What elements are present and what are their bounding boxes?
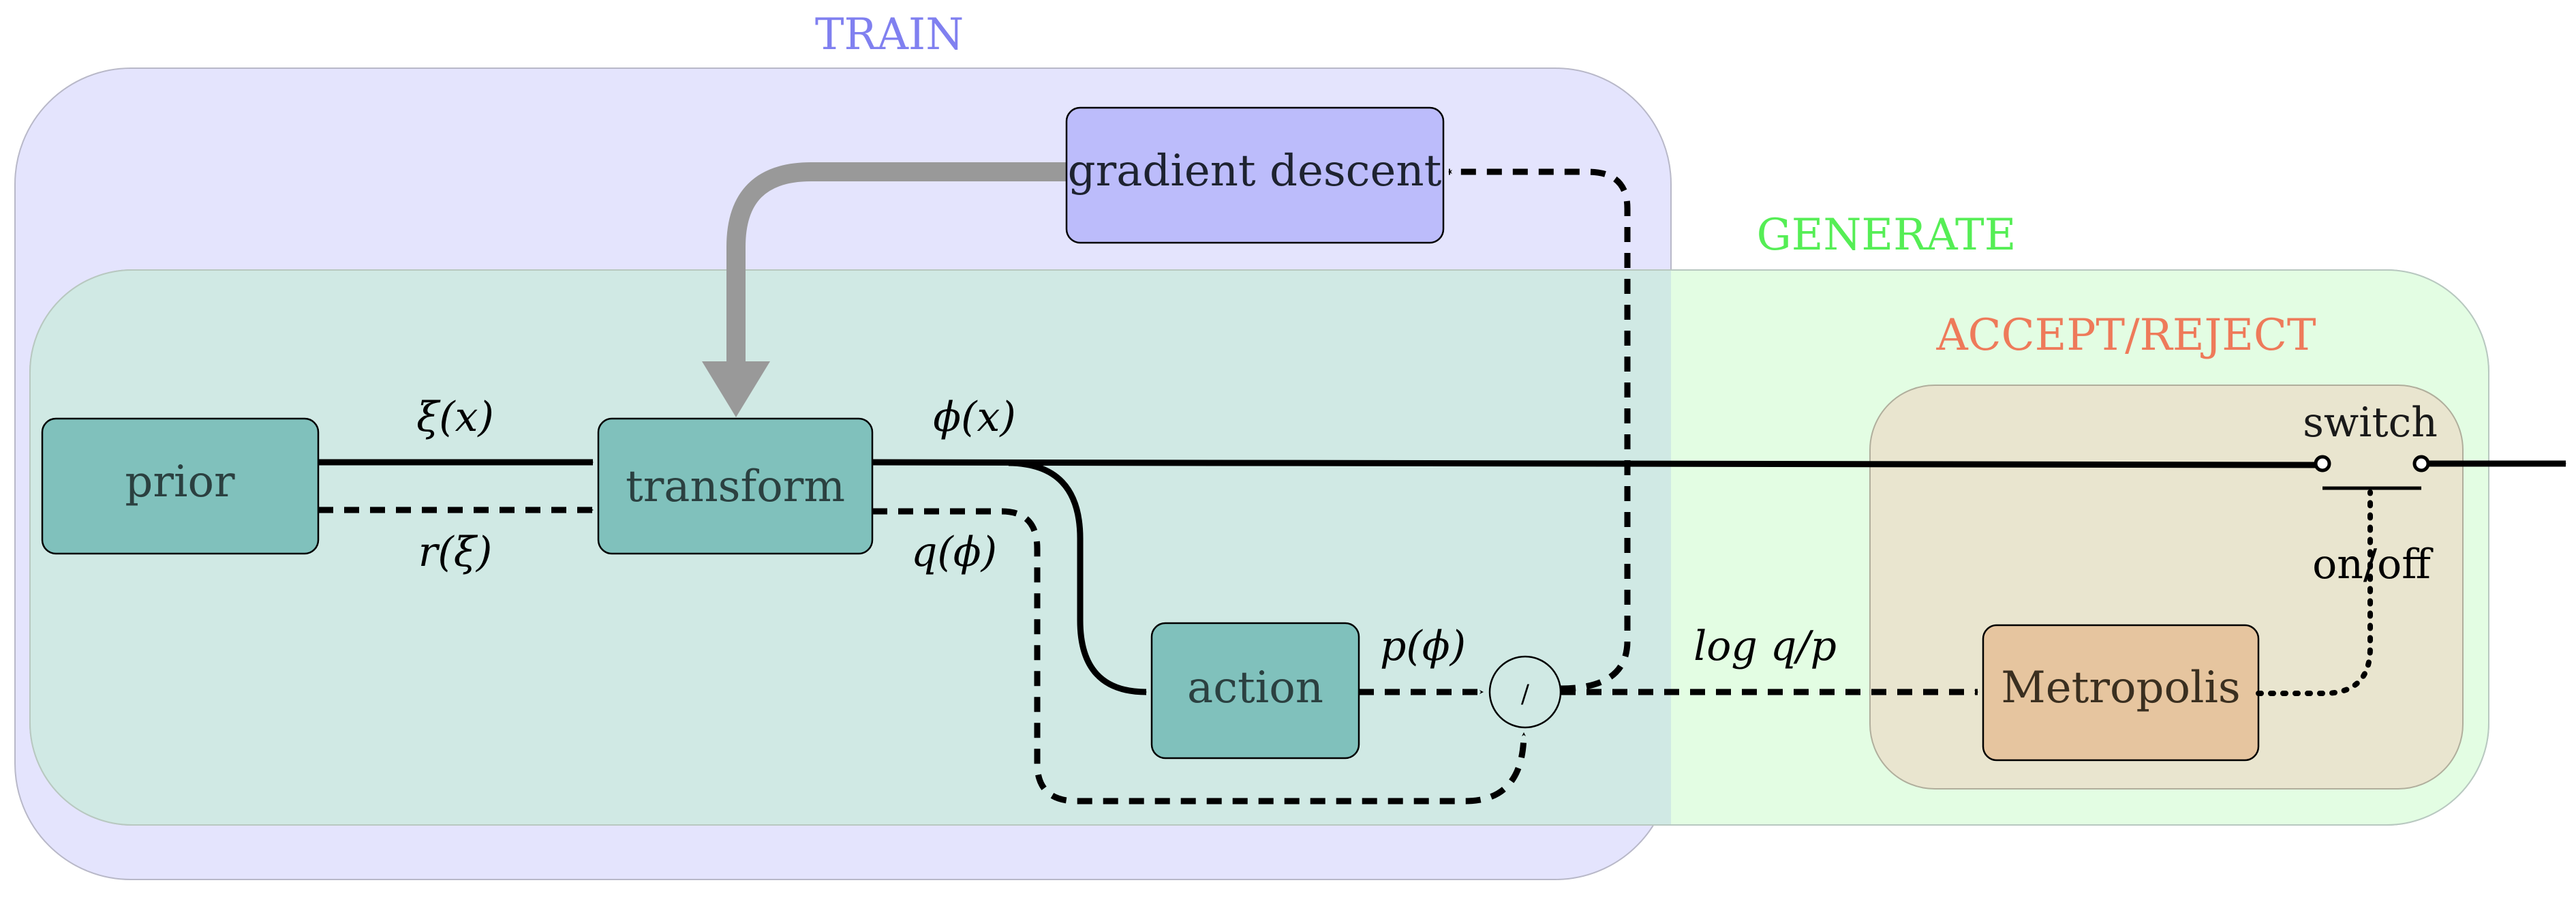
log-q-p-label: log q/p: [1693, 622, 1837, 670]
divide-label: /: [1521, 680, 1530, 708]
arrow-transform-to-action: [1008, 460, 1147, 695]
prior-node: [41, 417, 320, 555]
q-phi-label: q(ϕ): [911, 528, 997, 576]
gradient-descent-label: gradient descent: [1068, 146, 1442, 196]
p-phi-label: p(ϕ): [1380, 622, 1466, 670]
gradient-feedback-arrowhead: [702, 361, 770, 417]
transform-label: transform: [626, 462, 845, 512]
action-label: action: [1187, 663, 1323, 713]
arrow-transform-to-divide-q: [872, 508, 1527, 805]
arrow-metropolis-to-switch: [2256, 490, 2373, 696]
prior-label: prior: [125, 457, 235, 507]
arrow-divide-to-gradient-descent: [1448, 168, 1631, 692]
accept-reject-region-label: ACCEPT/REJECT: [1935, 310, 2316, 361]
switch-symbol: [2314, 455, 2430, 490]
gradient-descent-node: [1065, 106, 1445, 244]
phi-x-label: ϕ(x): [933, 393, 1016, 441]
arrow-transform-to-switch: [872, 459, 2318, 468]
xi-x-label: ξ(x): [416, 393, 494, 441]
metropolis-label: Metropolis: [2001, 663, 2241, 713]
generate-region-label: GENERATE: [1757, 210, 2017, 260]
r-xi-label: r(ξ): [418, 528, 493, 576]
train-region-label: TRAIN: [815, 10, 964, 60]
transform-node: [597, 417, 874, 555]
switch-label: switch: [2303, 399, 2438, 447]
gradient-feedback-pipe: [726, 162, 1067, 368]
on-off-label: on/off: [2312, 541, 2434, 588]
